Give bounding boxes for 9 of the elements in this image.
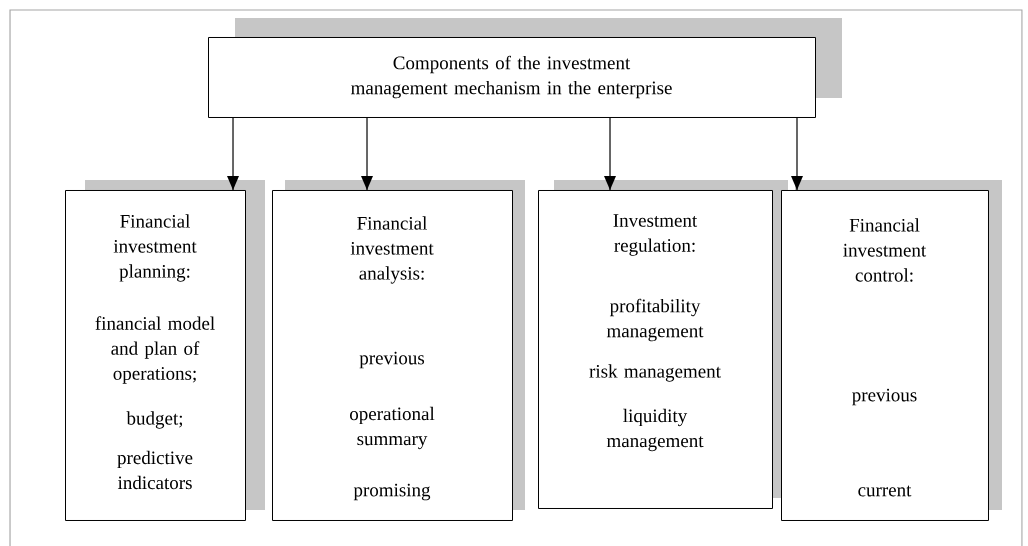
process-box: Investment regulation: profitability management risk management liquidity management	[538, 180, 788, 509]
arrow	[227, 117, 239, 191]
process-box: Financial investment control: previous current	[781, 180, 1002, 521]
process-box: Financial investment analysis: previous operational summary promising	[272, 180, 525, 521]
title-box: Components of the investment management mechanism in the enterprise	[208, 18, 842, 118]
arrow	[604, 117, 616, 191]
arrow	[361, 117, 373, 191]
arrow	[791, 117, 803, 191]
process-box: Financial investment planning: financial model and plan of operations; budget; predictive indicators	[65, 180, 265, 521]
